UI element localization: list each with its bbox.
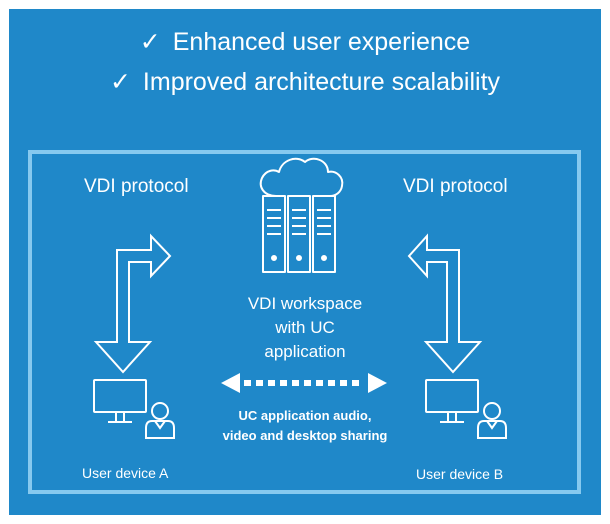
cloud-server-icon — [259, 157, 344, 273]
user-device-a-icon — [93, 379, 175, 439]
user-icon — [145, 402, 175, 439]
benefit-text: Enhanced user experience — [172, 28, 471, 56]
sharing-label-line: UC application audio, — [238, 408, 372, 423]
user-icon — [477, 402, 507, 439]
left-protocol-label: VDI protocol — [84, 176, 189, 197]
vdi-environment-frame — [28, 150, 581, 494]
workspace-label-line: application — [264, 342, 346, 361]
checkmark-icon: ✓ — [139, 28, 161, 56]
sharing-label-line: video and desktop sharing — [222, 428, 388, 443]
sharing-label: UC application audio, video and desktop … — [190, 406, 420, 446]
benefit-item-scalability: ✓ Improved architecture scalability — [0, 67, 610, 97]
device-b-label: User device B — [416, 466, 504, 482]
workspace-label-line: VDI workspace — [247, 294, 363, 313]
right-vdi-protocol-arrow — [407, 233, 483, 374]
right-protocol-label: VDI protocol — [403, 176, 508, 197]
user-device-b-icon — [425, 379, 507, 439]
benefit-text: Improved architecture scalability — [142, 68, 501, 96]
left-vdi-protocol-arrow — [93, 233, 172, 374]
workspace-label: VDI workspace with UC application — [205, 292, 405, 364]
benefit-item-user-experience: ✓ Enhanced user experience — [0, 27, 610, 57]
checkmark-icon: ✓ — [109, 68, 131, 96]
diagram-background — [9, 9, 601, 515]
dotted-line — [244, 380, 359, 386]
device-a-label: User device A — [82, 465, 169, 481]
uc-sharing-arrow — [221, 373, 387, 393]
workspace-label-line: with UC — [275, 318, 335, 337]
